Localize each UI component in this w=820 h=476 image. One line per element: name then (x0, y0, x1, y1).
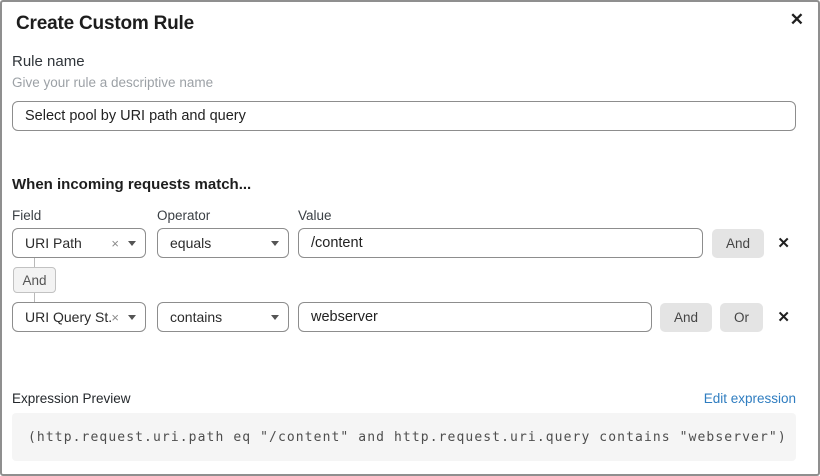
rule-name-input[interactable] (12, 101, 796, 131)
condition-connector: And (12, 258, 796, 302)
rule-name-label: Rule name (12, 53, 85, 70)
operator-select-value: contains (170, 309, 223, 325)
clear-icon[interactable]: × (111, 235, 119, 251)
expression-preview-label: Expression Preview (12, 391, 131, 406)
value-input[interactable] (298, 228, 703, 258)
clear-icon[interactable]: × (111, 309, 119, 325)
edit-expression-link[interactable]: Edit expression (703, 391, 796, 406)
caret-down-icon (128, 240, 136, 246)
caret-down-icon (128, 314, 136, 320)
close-icon[interactable]: ✕ (789, 10, 804, 29)
match-section-header: When incoming requests match... (12, 176, 252, 193)
connector-line (34, 293, 35, 302)
add-or-button[interactable]: Or (720, 302, 764, 332)
operator-select-value: equals (170, 235, 212, 251)
caret-down-icon (271, 240, 279, 246)
rule-name-hint: Give your rule a descriptive name (12, 75, 214, 90)
operator-select[interactable]: equals (157, 228, 289, 258)
condition-row: URI Query St... × contains And Or ✕ (12, 302, 796, 332)
condition-row: URI Path × equals And ✕ (12, 228, 796, 258)
expression-code-text: (http.request.uri.path eq "/content" and… (28, 429, 787, 445)
field-select-value: URI Path (25, 235, 82, 251)
caret-down-icon (271, 314, 279, 320)
field-select[interactable]: URI Query St... × (12, 302, 146, 332)
connector-line (34, 258, 35, 267)
connector-and-badge: And (13, 267, 56, 293)
expression-code-preview: (http.request.uri.path eq "/content" and… (12, 413, 796, 461)
add-and-button[interactable]: And (712, 228, 765, 258)
field-column-label: Field (12, 208, 42, 223)
remove-condition-icon[interactable]: ✕ (777, 308, 790, 326)
value-column-label: Value (298, 208, 332, 223)
operator-select[interactable]: contains (157, 302, 289, 332)
field-select[interactable]: URI Path × (12, 228, 146, 258)
operator-column-label: Operator (157, 208, 211, 223)
value-input[interactable] (298, 302, 652, 332)
expression-preview-header: Expression Preview Edit expression (12, 391, 796, 407)
add-and-button[interactable]: And (660, 302, 713, 332)
page-title: Create Custom Rule (16, 13, 194, 34)
field-select-value: URI Query St... (25, 309, 112, 325)
remove-condition-icon[interactable]: ✕ (777, 234, 790, 252)
column-labels: Field Operator Value (12, 208, 796, 224)
